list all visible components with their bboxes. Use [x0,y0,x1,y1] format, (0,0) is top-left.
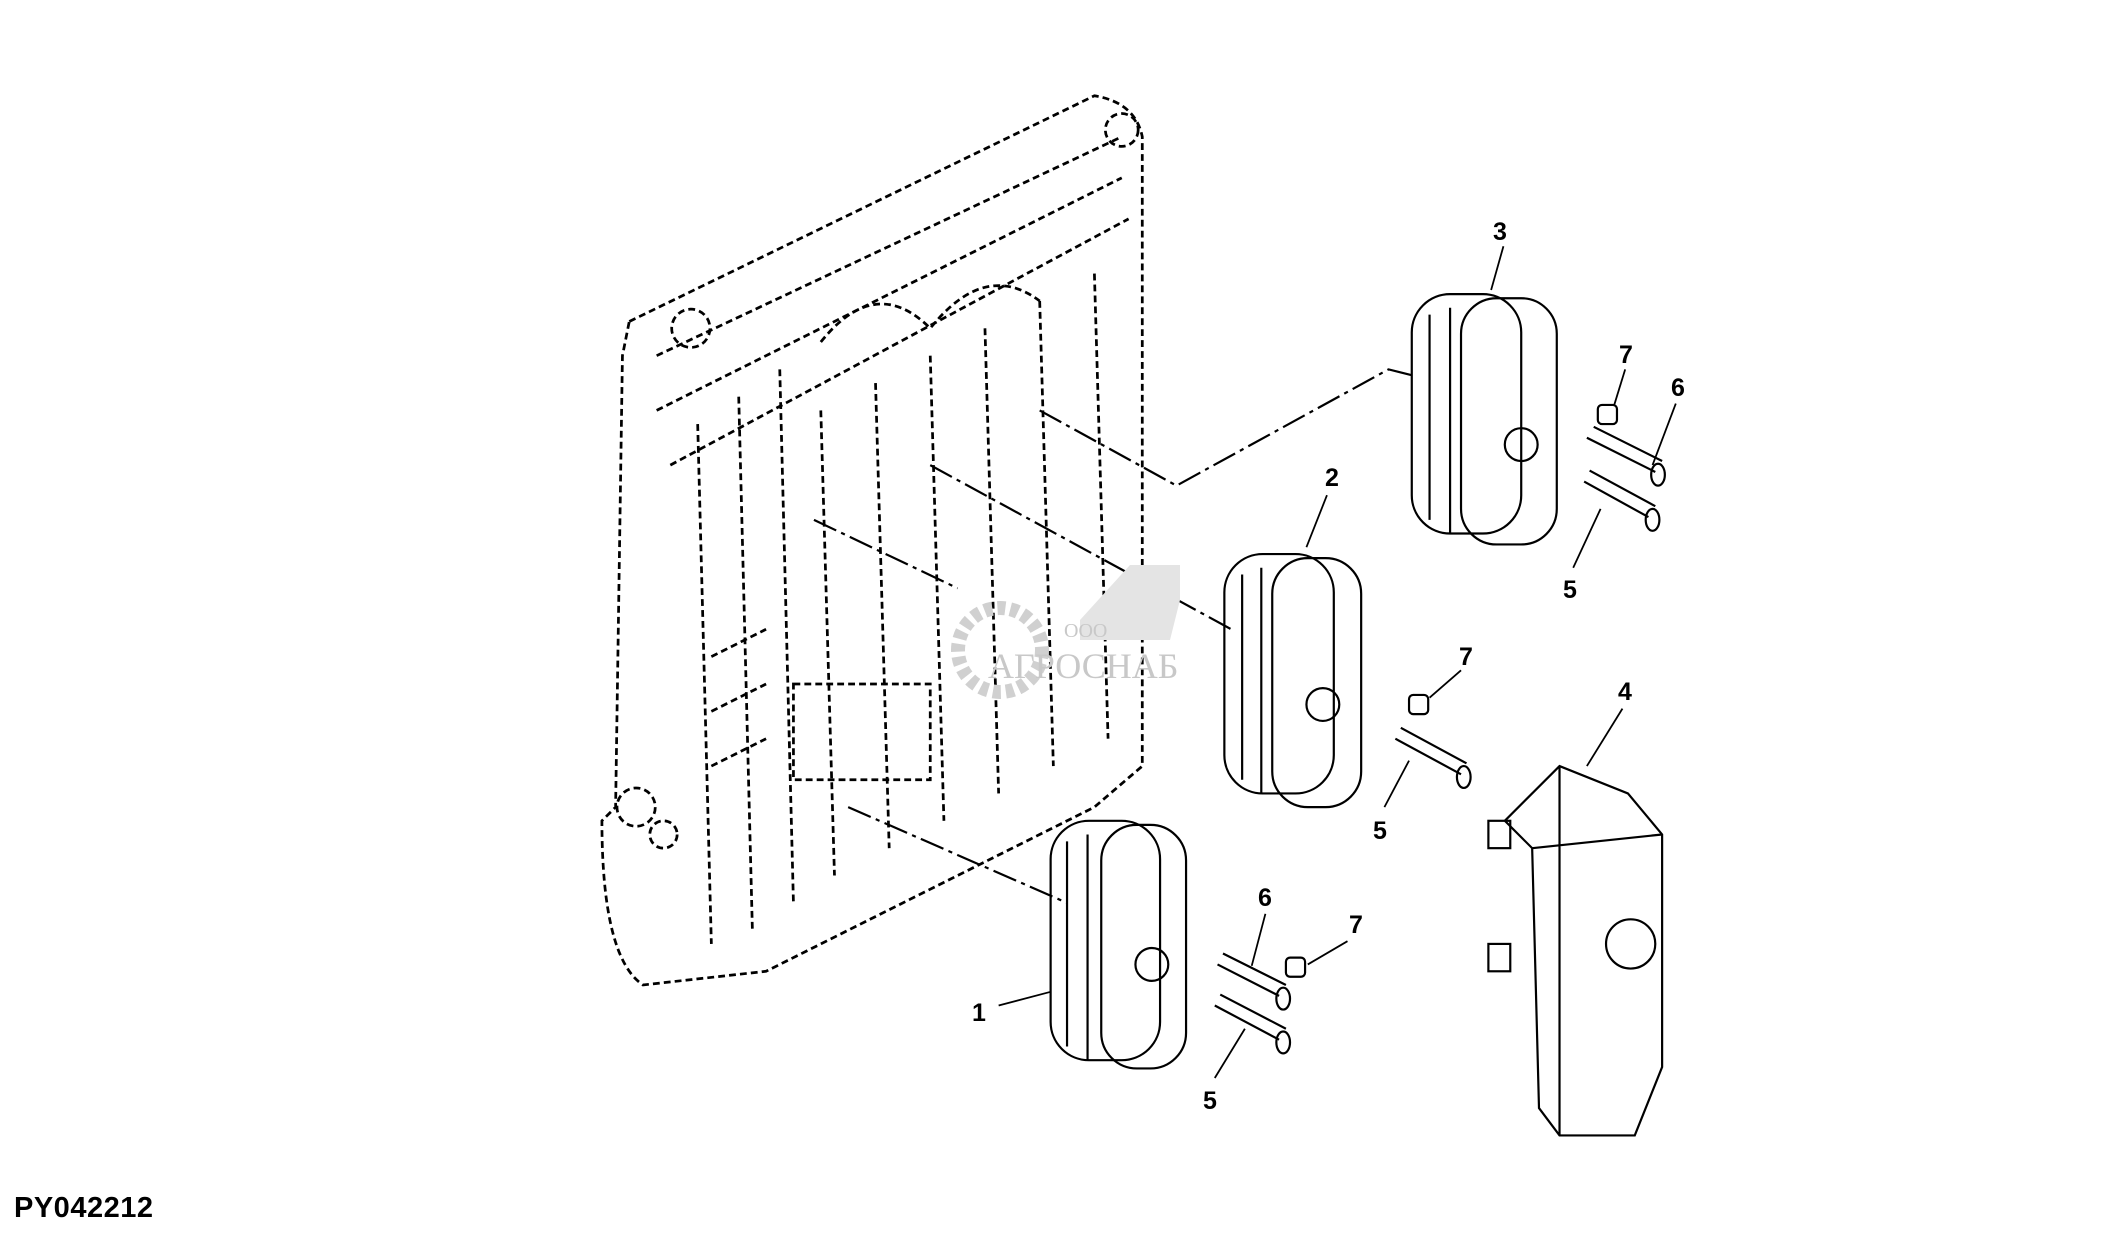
connector-cover-4 [1487,764,1664,1137]
callout-5-middle: 5 [1373,817,1387,845]
ecu-housing-outline [600,94,1144,987]
callout-6-top: 6 [1671,374,1685,402]
callout-6-bottom: 6 [1258,884,1272,912]
figure-id: PY042212 [14,1192,154,1224]
watermark-small-text: ООО [1064,620,1107,642]
callout-3: 3 [1493,218,1507,246]
callout-7-bottom: 7 [1349,911,1363,939]
small-parts [1214,403,1666,1055]
callout-5-bottom: 5 [1203,1087,1217,1115]
alignment-lines [813,368,1417,904]
connector-3 [1410,293,1558,546]
callout-7-middle: 7 [1459,643,1473,671]
connector-1 [1049,819,1188,1070]
watermark-logo: ООО АГРОСНАБ [951,565,1180,699]
callout-1: 1 [972,999,986,1027]
callout-2: 2 [1325,464,1339,492]
callout-7-top: 7 [1619,341,1633,369]
callout-4: 4 [1618,678,1632,706]
watermark-name-text: АГРОСНАБ [988,646,1178,686]
callout-5-top: 5 [1563,576,1577,604]
connector-2 [1223,552,1363,809]
leader-lines [998,245,1677,1079]
